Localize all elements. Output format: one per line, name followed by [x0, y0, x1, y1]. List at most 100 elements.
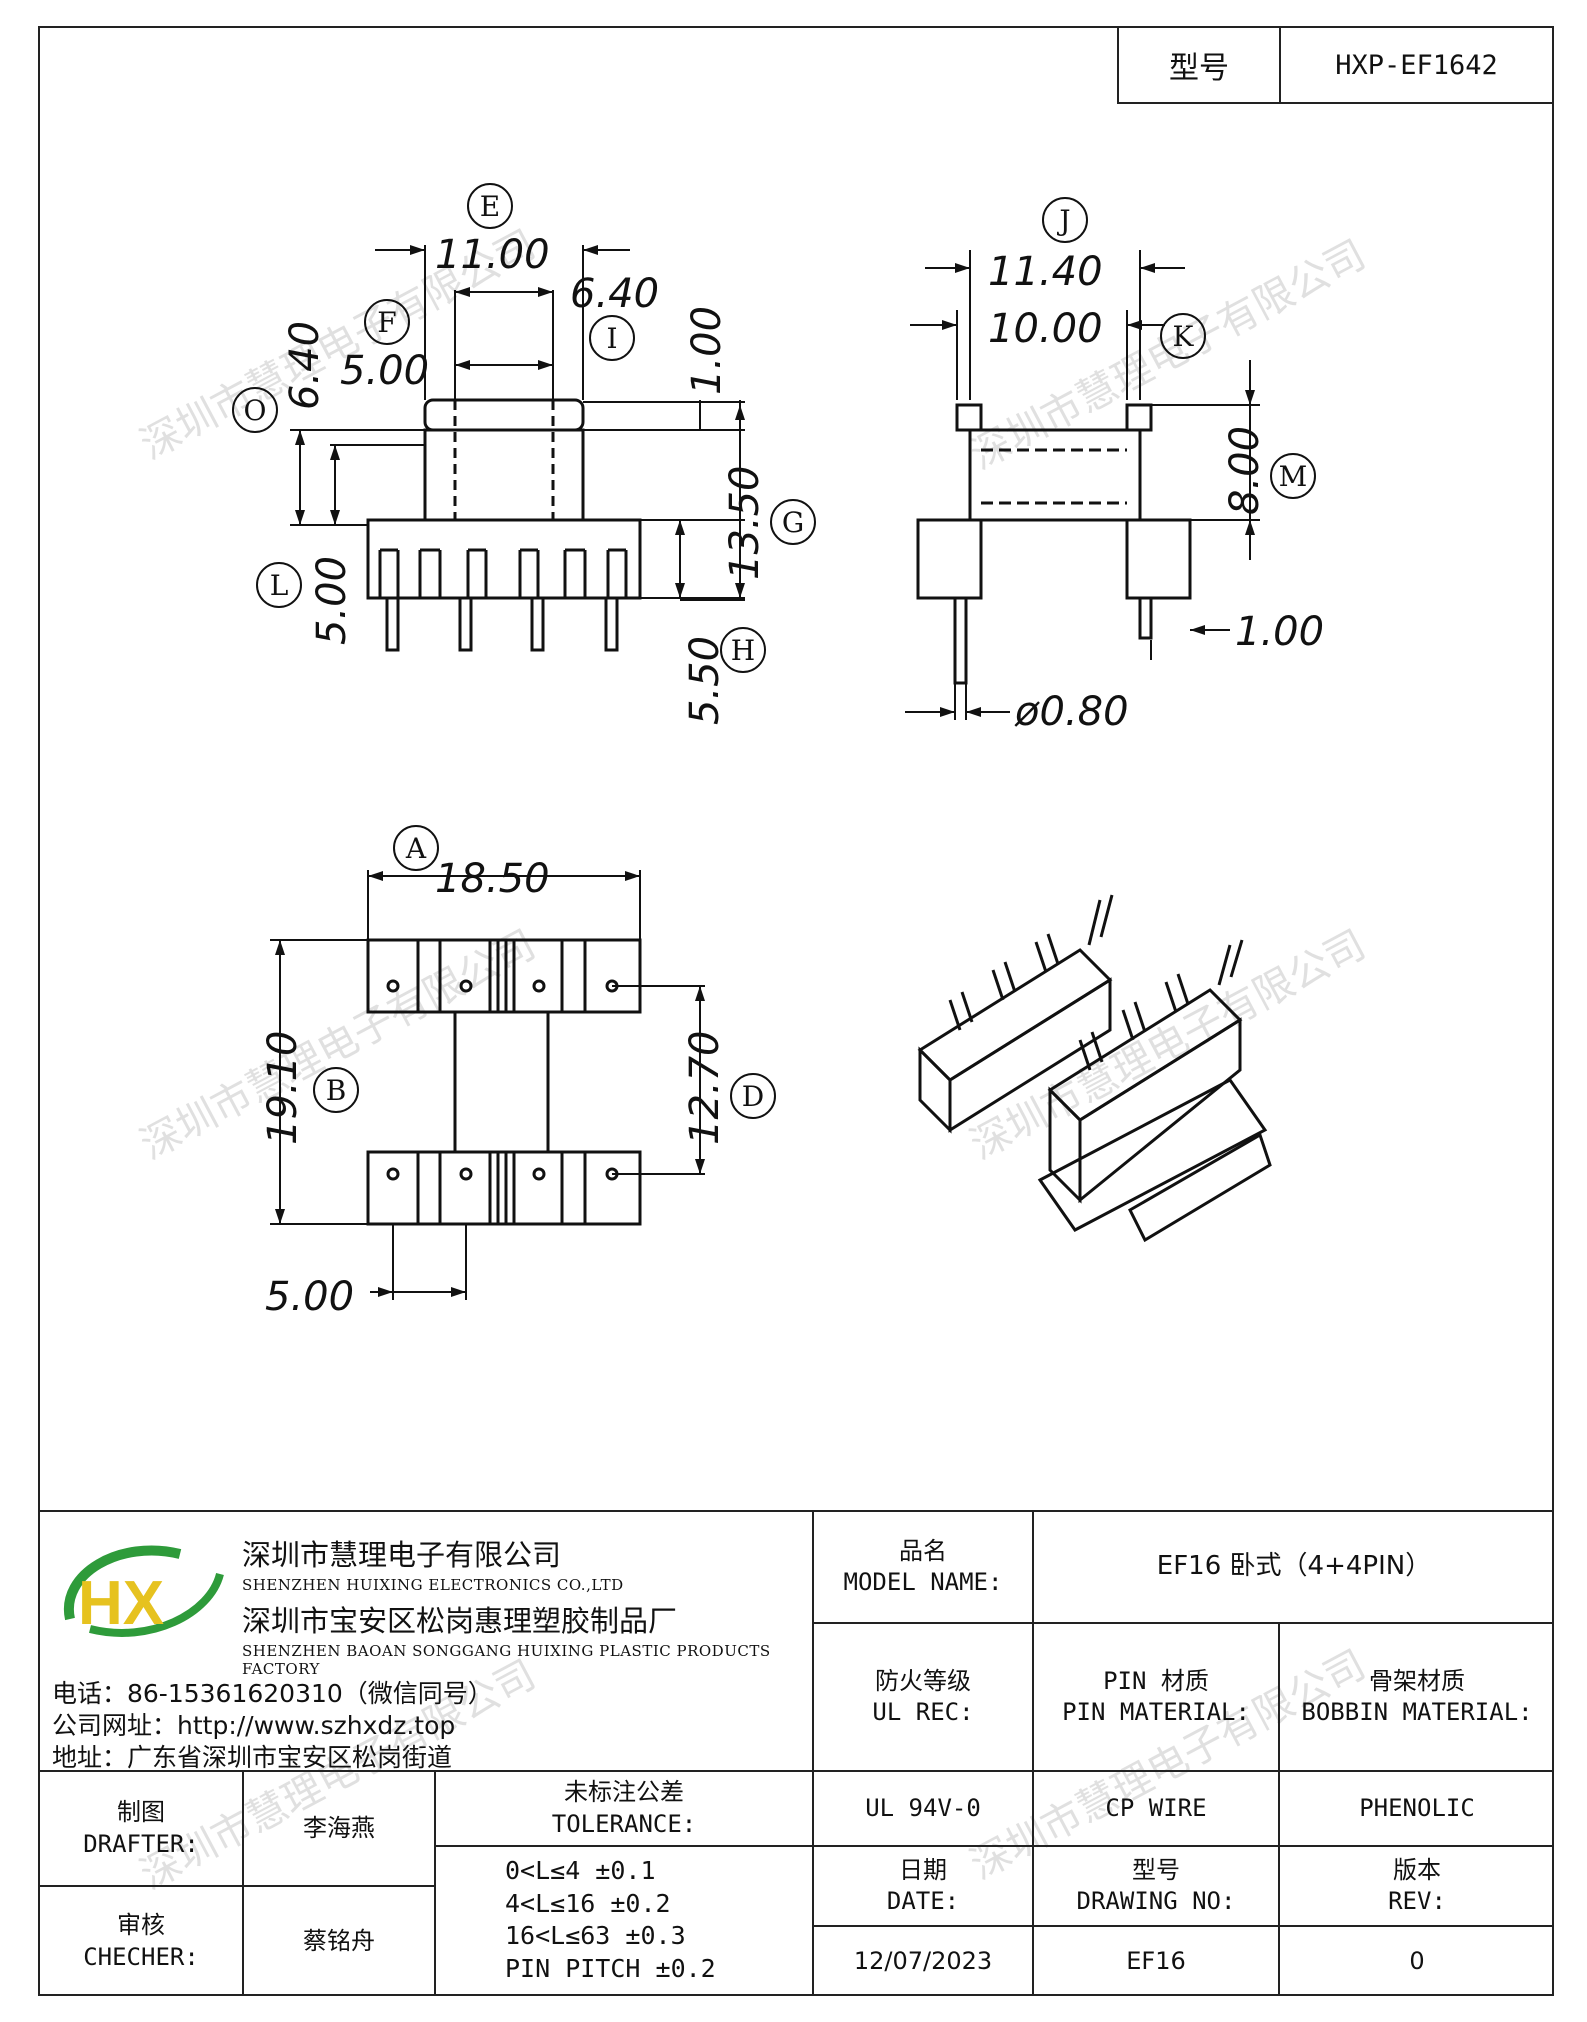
model-label: 型号 — [1119, 28, 1281, 102]
drawing-frame — [38, 26, 1554, 1996]
rev-cn: 版本 — [1393, 1855, 1441, 1884]
drafter-header: 制图 DRAFTER: — [40, 1772, 242, 1885]
tb-line — [812, 1925, 1554, 1927]
isometric-view — [917, 894, 1272, 1243]
checker-cn: 审核 — [117, 1911, 165, 1940]
rev-en: REV: — [1388, 1887, 1446, 1915]
marker-K: K — [1173, 320, 1195, 353]
marker-E: E — [480, 190, 500, 223]
tb-line — [242, 1770, 244, 1996]
rev-value: 0 — [1409, 1946, 1425, 1975]
dim-J: 11.40 — [988, 249, 1103, 295]
checker-header: 审核 CHECHER: — [40, 1887, 242, 1996]
drawing-no-cn: 型号 — [1132, 1855, 1180, 1884]
ul-en: UL REC: — [872, 1698, 974, 1726]
company-address: 地址：广东省深圳市宝安区松岗街道 — [52, 1743, 453, 1772]
tolerance-row: PIN PITCH ±0.2 — [505, 1953, 716, 1983]
bobbin-material-value: PHENOLIC — [1359, 1793, 1475, 1822]
model-name-header: 品名 MODEL NAME: — [814, 1512, 1032, 1622]
dim-B: 19.10 — [260, 1030, 306, 1145]
tb-line — [1278, 1622, 1280, 1996]
drawing-no-header: 型号 DRAWING NO: — [1034, 1847, 1278, 1925]
bobbin-material-header: 骨架材质 BOBBIN MATERIAL: — [1280, 1624, 1554, 1770]
date-value: 12/07/2023 — [853, 1946, 993, 1975]
drawing-no-en: DRAWING NO: — [1076, 1887, 1236, 1915]
company-logo: HX — [63, 1545, 224, 1638]
marker-G: G — [782, 506, 804, 539]
tb-line — [434, 1770, 436, 1996]
pin-material-header: PIN 材质 PIN MATERIAL: — [1034, 1624, 1278, 1770]
model-name-en: MODEL NAME: — [843, 1568, 1003, 1596]
date-en: DATE: — [886, 1887, 960, 1915]
tb-line — [812, 1622, 1554, 1624]
tolerance-row: 16<L≤63 ±0.3 — [505, 1921, 686, 1950]
bobbin-material-en: BOBBIN MATERIAL: — [1301, 1698, 1533, 1726]
watermark: 深圳市慧理电子有限公司 — [133, 922, 543, 1169]
marker-I: I — [606, 322, 617, 355]
model-box: 型号 HXP-EF1642 — [1117, 26, 1554, 104]
marker-J: J — [1056, 204, 1070, 237]
tb-line — [38, 1885, 434, 1887]
model-value: HXP-EF1642 — [1335, 49, 1498, 81]
dim-F: 5.00 — [340, 348, 429, 394]
dim-pin-len: 1.00 — [1235, 609, 1324, 655]
drafter-name: 李海燕 — [303, 1813, 375, 1842]
front-view — [366, 398, 642, 652]
marker-B: B — [326, 1074, 347, 1107]
company-name-en: SHENZHEN HUIXING ELECTRONICS CO.,LTD — [242, 1576, 624, 1594]
marker-H: H — [731, 634, 755, 667]
factory-name-en: SHENZHEN BAOAN SONGGANG HUIXING PLASTIC … — [242, 1642, 771, 1678]
marker-F: F — [377, 306, 396, 339]
dim-A: 18.50 — [435, 856, 550, 902]
tb-line — [434, 1845, 1554, 1847]
checker-name: 蔡铭舟 — [303, 1926, 375, 1955]
bobbin-material-cn: 骨架材质 — [1369, 1666, 1465, 1695]
dim-M: 8.00 — [1222, 426, 1268, 515]
marker-M: M — [1279, 460, 1308, 493]
side-view — [916, 403, 1192, 685]
company-name-cn: 深圳市慧理电子有限公司 — [242, 1538, 562, 1572]
date-cn: 日期 — [899, 1855, 947, 1884]
tolerance-list: 0<L≤4 ±0.1 4<L≤16 ±0.2 16<L≤63 ±0.3 PIN … — [505, 1855, 716, 1985]
tolerance-en: TOLERANCE: — [551, 1809, 697, 1838]
dim-D: 12.70 — [682, 1030, 728, 1145]
tolerance-cn: 未标注公差 — [564, 1778, 684, 1807]
dim-pin-dia: ø0.80 — [1014, 689, 1129, 735]
logo-text: HX — [78, 1569, 164, 1638]
factory-name-cn: 深圳市宝安区松岗惠理塑胶制品厂 — [242, 1604, 678, 1638]
company-website[interactable]: 公司网址：http://www.szhxdz.top — [52, 1711, 456, 1740]
tb-line — [38, 1510, 1554, 1512]
drawing-no-value: EF16 — [1126, 1946, 1186, 1975]
dim-pitch: 5.00 — [265, 1274, 354, 1320]
pin-material-cn: PIN 材质 — [1103, 1666, 1209, 1695]
pin-material-en: PIN MATERIAL: — [1062, 1698, 1250, 1726]
top-view — [366, 938, 642, 1226]
model-name-value: EF16 卧式（4+4PIN） — [1156, 1551, 1432, 1582]
ul-header: 防火等级 UL REC: — [814, 1624, 1032, 1770]
tolerance-row: 4<L≤16 ±0.2 — [505, 1888, 671, 1918]
ul-value: UL 94V-0 — [865, 1793, 981, 1822]
pin-material-value: CP WIRE — [1105, 1793, 1207, 1822]
dim-L: 5.00 — [309, 556, 355, 645]
date-header: 日期 DATE: — [814, 1847, 1032, 1925]
model-name-cn: 品名 — [899, 1536, 947, 1565]
dim-G: 13.50 — [722, 465, 768, 580]
tolerance-row: 0<L≤4 ±0.1 — [505, 1856, 656, 1885]
company-phone: 电话：86-15361620310（微信同号） — [52, 1679, 493, 1708]
rev-header: 版本 REV: — [1280, 1847, 1554, 1925]
marker-O: O — [244, 394, 267, 427]
ul-cn: 防火等级 — [875, 1666, 971, 1695]
checker-en: CHECHER: — [83, 1942, 199, 1971]
drafter-en: DRAFTER: — [83, 1829, 199, 1858]
dim-top: 1.00 — [684, 306, 730, 395]
drafter-cn: 制图 — [117, 1798, 165, 1827]
dim-O: 6.40 — [282, 321, 328, 410]
tb-line — [38, 1770, 1554, 1772]
marker-A: A — [405, 832, 427, 865]
marker-L: L — [270, 569, 289, 602]
dim-I: 6.40 — [570, 271, 659, 317]
dim-H: 5.50 — [682, 636, 728, 725]
tb-line — [1032, 1510, 1034, 1996]
dim-E: 11.00 — [435, 232, 550, 278]
